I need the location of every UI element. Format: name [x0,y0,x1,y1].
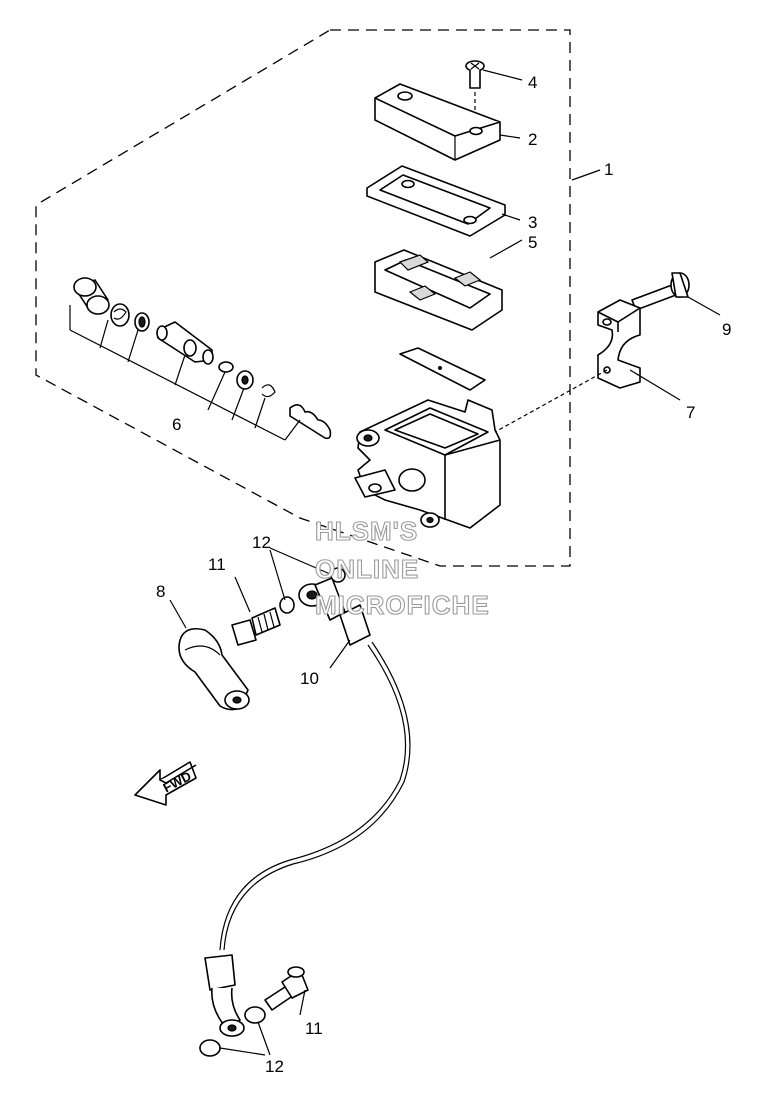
callout-6: 6 [172,415,181,434]
part-5-diaphragm [374,249,503,331]
callouts: 1 2 3 4 5 6 7 8 9 10 11 11 12 12 [156,73,731,1076]
small-plate [399,347,486,391]
callout-10: 10 [300,669,319,688]
part-11-bolt-top [231,607,281,646]
callout-1: 1 [604,160,613,179]
callout-7: 7 [686,403,695,422]
part-7-clamp [597,299,641,389]
fwd-label: FWD [161,768,194,795]
watermark-line-1: HLSM'S [315,516,418,546]
master-cylinder-body [354,399,501,529]
callout-3: 3 [528,213,537,232]
callout-8: 8 [156,582,165,601]
part-6-piston-kit [69,277,332,441]
part-11-bolt-bottom [264,966,309,1011]
callout-5: 5 [528,233,537,252]
callout-11-top: 11 [208,555,226,574]
brake-hose [204,604,411,1037]
callout-12-bottom: 12 [265,1057,284,1076]
callout-11-bottom: 11 [305,1019,323,1038]
assembly-boundary [35,29,571,567]
top-banjo-fitting [279,567,346,621]
part-2-cap [374,83,501,161]
fwd-arrow: FWD [134,761,197,806]
part-9-bolt [631,272,690,311]
watermark-line-3: MICROFICHE [315,590,490,620]
watermark: HLSM'S ONLINE MICROFICHE [314,515,490,620]
callout-2: 2 [528,130,537,149]
callout-4: 4 [528,73,537,92]
part-12-washers-bottom [199,1006,266,1057]
leader-lines [169,69,721,1056]
callout-12-top: 12 [252,533,271,552]
watermark-line-2: ONLINE [315,554,419,584]
callout-9: 9 [722,320,731,339]
part-8-boot [178,627,250,711]
part-3-gasket [366,165,506,237]
